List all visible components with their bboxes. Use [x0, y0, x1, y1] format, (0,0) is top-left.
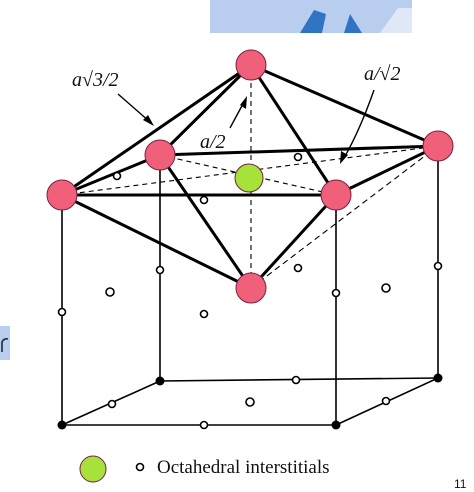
octahedron-edge-1 — [61, 63, 252, 197]
host-atom-left — [46, 179, 78, 211]
octahedron-edge-5 — [61, 193, 252, 290]
corner-vertex — [57, 420, 67, 430]
corner-vertex — [433, 373, 443, 383]
interstitial-site — [381, 396, 391, 406]
top-graphic-fragment — [210, 0, 412, 33]
label-a-over-sqrt2: a/√2 — [364, 63, 401, 85]
page-number: 11 — [454, 477, 467, 491]
octahedron-edge-4 — [249, 64, 338, 196]
interstitial-site — [107, 399, 117, 409]
label-a-sqrt3-over-2: a√3/2 — [72, 69, 119, 91]
interstitial-site — [293, 152, 303, 162]
interstitial-site — [291, 375, 301, 385]
side-tab-glyph — [1, 338, 9, 352]
host-atom-bottom — [235, 272, 267, 304]
octahedron-edge-2 — [158, 63, 253, 157]
arrowhead-sqrt2 — [340, 151, 348, 164]
interstitial-site — [293, 263, 303, 273]
dimension-arrows — [117, 89, 375, 164]
interstitial-site — [112, 171, 122, 181]
interstitial-site — [199, 309, 209, 319]
interstitial-atom-center — [234, 163, 264, 193]
arrowhead-sqrt3 — [143, 115, 154, 126]
side-tab — [0, 326, 10, 360]
label-a-over-2: a/2 — [200, 131, 226, 153]
arrow-half — [229, 101, 245, 129]
host-atom-front-right — [320, 179, 352, 211]
legend-text: Octahedral interstitials — [157, 457, 330, 478]
interstitial-site — [331, 288, 341, 298]
interstitial-site — [199, 420, 209, 430]
interstitial-site — [199, 195, 209, 205]
unit-cell-edges — [61, 65, 439, 426]
arrow-sqrt2 — [343, 89, 375, 159]
side-tab-fragment — [0, 326, 10, 360]
legend: Octahedral interstitials — [79, 455, 330, 483]
interstitial-site — [57, 307, 67, 317]
interstitial-site — [105, 287, 115, 297]
host-atom-back-left — [144, 139, 176, 171]
octahedron-edge-6 — [158, 154, 253, 289]
host-atom-right — [422, 130, 454, 162]
octahedron-edge-7 — [249, 193, 338, 290]
interstitial-site — [245, 397, 255, 407]
top-graphic-accent-2 — [344, 14, 362, 33]
octahedron-edge-8 — [250, 145, 439, 289]
legend-interstitial-swatch — [79, 455, 107, 483]
interstitial-site — [433, 261, 443, 271]
octahedron — [60, 63, 440, 290]
interstitial-site — [155, 265, 165, 275]
legend-site-marker — [135, 462, 145, 472]
corner-vertex — [155, 376, 165, 386]
arrowhead-half — [240, 96, 247, 109]
cell-corners — [57, 373, 443, 430]
top-graphic-accent — [300, 10, 326, 33]
host-atom-top — [235, 49, 267, 81]
interstitial-site — [381, 283, 391, 293]
top-graphic-shade — [380, 8, 412, 33]
interstitial-sites — [57, 152, 443, 430]
octahedron-edge-3 — [250, 63, 439, 148]
host-atoms — [46, 49, 454, 304]
corner-vertex — [331, 420, 341, 430]
arrow-sqrt3 — [117, 93, 151, 123]
